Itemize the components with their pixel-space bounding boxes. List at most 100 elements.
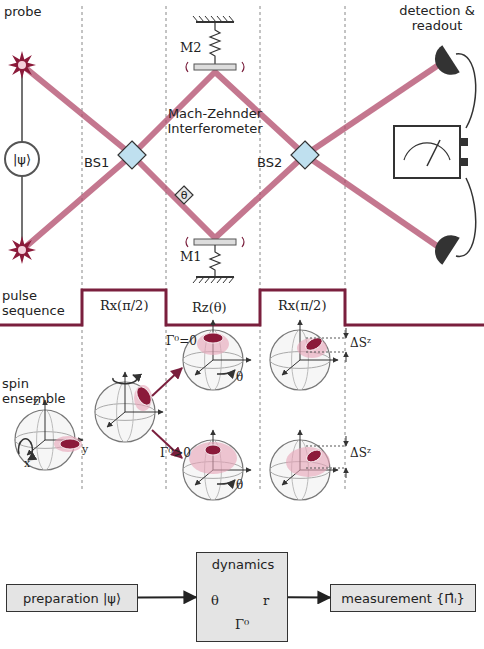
- drawing-part: [260, 6, 261, 492]
- drawing-part: [456, 54, 476, 128]
- text-label: ΔSᶻ: [350, 446, 371, 461]
- node-text: preparation |ψ⟩: [23, 591, 121, 606]
- text-label: probe: [4, 4, 42, 19]
- drawing-part: [270, 440, 330, 500]
- text-label: x: [24, 456, 30, 471]
- diamond-shape: [118, 141, 146, 169]
- drawing-part: [194, 239, 236, 245]
- drawing-part: [54, 436, 82, 452]
- drawing-part: [193, 277, 234, 283]
- process-box: preparation |ψ⟩: [6, 584, 138, 612]
- photon-source: [8, 51, 36, 79]
- drawing-part: [460, 138, 468, 146]
- text-label: ΔSᶻ: [350, 336, 371, 351]
- drawing-part: [306, 352, 346, 353]
- readout-meter: [394, 126, 468, 178]
- phase-shifter: θ: [175, 186, 193, 204]
- drawing-part: [456, 178, 476, 256]
- diamond-outline: [291, 141, 319, 169]
- drawing-part: [125, 372, 126, 412]
- drawing-part: [186, 62, 244, 72]
- node-text: Γ⁰: [235, 617, 249, 632]
- photon-source: [8, 236, 36, 264]
- bloch-sphere: [270, 320, 338, 390]
- drawing-part: [113, 375, 137, 384]
- drawing-part: [286, 447, 330, 477]
- drawing-part: [306, 468, 346, 469]
- drawing-part: [345, 6, 346, 492]
- drawing-part: [429, 45, 460, 81]
- laser-beams: [22, 64, 440, 250]
- bloch-sphere: [270, 430, 338, 500]
- drawing-part: [394, 126, 460, 178]
- state-circle: |ψ⟩: [4, 141, 40, 177]
- drawing-part: [210, 22, 220, 64]
- drawing-part: [305, 448, 324, 465]
- text-label: Rx(π/2): [278, 298, 326, 313]
- beam-splitter: BS2: [291, 141, 319, 169]
- flow-arrow: [138, 596, 196, 598]
- drawing-part: [460, 158, 468, 166]
- text-label: Mach-Zehnder Interferometer: [160, 106, 270, 136]
- node-text: r: [263, 593, 269, 608]
- diamond-outline: [118, 141, 146, 169]
- node-text: |ψ⟩: [13, 152, 31, 167]
- node-text: θ: [181, 188, 188, 203]
- diamond-shape: [291, 141, 319, 169]
- drawing-part: [18, 439, 32, 460]
- drawing-part: [45, 400, 46, 440]
- drawing-part: [346, 468, 347, 478]
- drawing-part: [186, 237, 244, 247]
- drawing-part: [210, 245, 220, 277]
- drawing-part: [306, 446, 346, 447]
- text-label: spin ensemble: [2, 376, 62, 406]
- text-label: Γ⁰=0: [166, 334, 197, 349]
- node-text: BS2: [257, 155, 282, 170]
- drawing-part: [194, 64, 236, 70]
- spread-marker: [306, 436, 346, 478]
- drawing-part: [82, 6, 83, 492]
- drawing-part: [217, 480, 235, 484]
- text-label: pulse sequence: [2, 288, 72, 318]
- drawing-part: [404, 143, 450, 160]
- text-label: Rx(π/2): [100, 298, 148, 313]
- text-label: M2: [180, 40, 202, 55]
- drawing-part: [197, 333, 229, 355]
- process-box: measurement {Π̂ᵢ}: [330, 584, 476, 612]
- pulse-sequence: [0, 290, 484, 325]
- drawing-part: [429, 229, 460, 265]
- drawing-part: [346, 352, 347, 362]
- diamond-shape: [175, 186, 193, 204]
- drawing-part: [166, 6, 167, 492]
- beam-splitter: BS1: [118, 141, 146, 169]
- text-label: Γ⁰>0: [160, 446, 191, 461]
- branch-arrow: [152, 368, 182, 396]
- drawing-part: [132, 72, 305, 238]
- text-label: θ: [236, 478, 243, 493]
- process-box: dynamicsθrΓ⁰: [196, 552, 288, 642]
- drawing-part: [134, 384, 154, 407]
- drawing-part: [300, 360, 338, 361]
- drawing-part: [203, 333, 223, 343]
- bloch-sphere: [183, 320, 251, 390]
- drawing-part: [107, 412, 125, 427]
- text-label: M1: [180, 249, 202, 264]
- drawing-part: [27, 440, 45, 455]
- drawing-part: [193, 16, 234, 22]
- drawing-part: [60, 439, 80, 449]
- drawing-part: [427, 140, 440, 166]
- drawing-part: [205, 445, 221, 455]
- drawing-part: [346, 436, 347, 446]
- drawing-part: [282, 360, 300, 375]
- text-label: z: [33, 394, 39, 409]
- drawing-part: [346, 328, 347, 338]
- drawing-part: [213, 360, 251, 361]
- spread-marker: [306, 328, 346, 362]
- text-label: detection & readout: [392, 3, 482, 33]
- bloch-sphere: [183, 430, 251, 500]
- text-label: y: [82, 442, 88, 457]
- drawing-part: [189, 442, 237, 474]
- drawing-part: [306, 338, 346, 339]
- flow-arrow: [288, 596, 330, 598]
